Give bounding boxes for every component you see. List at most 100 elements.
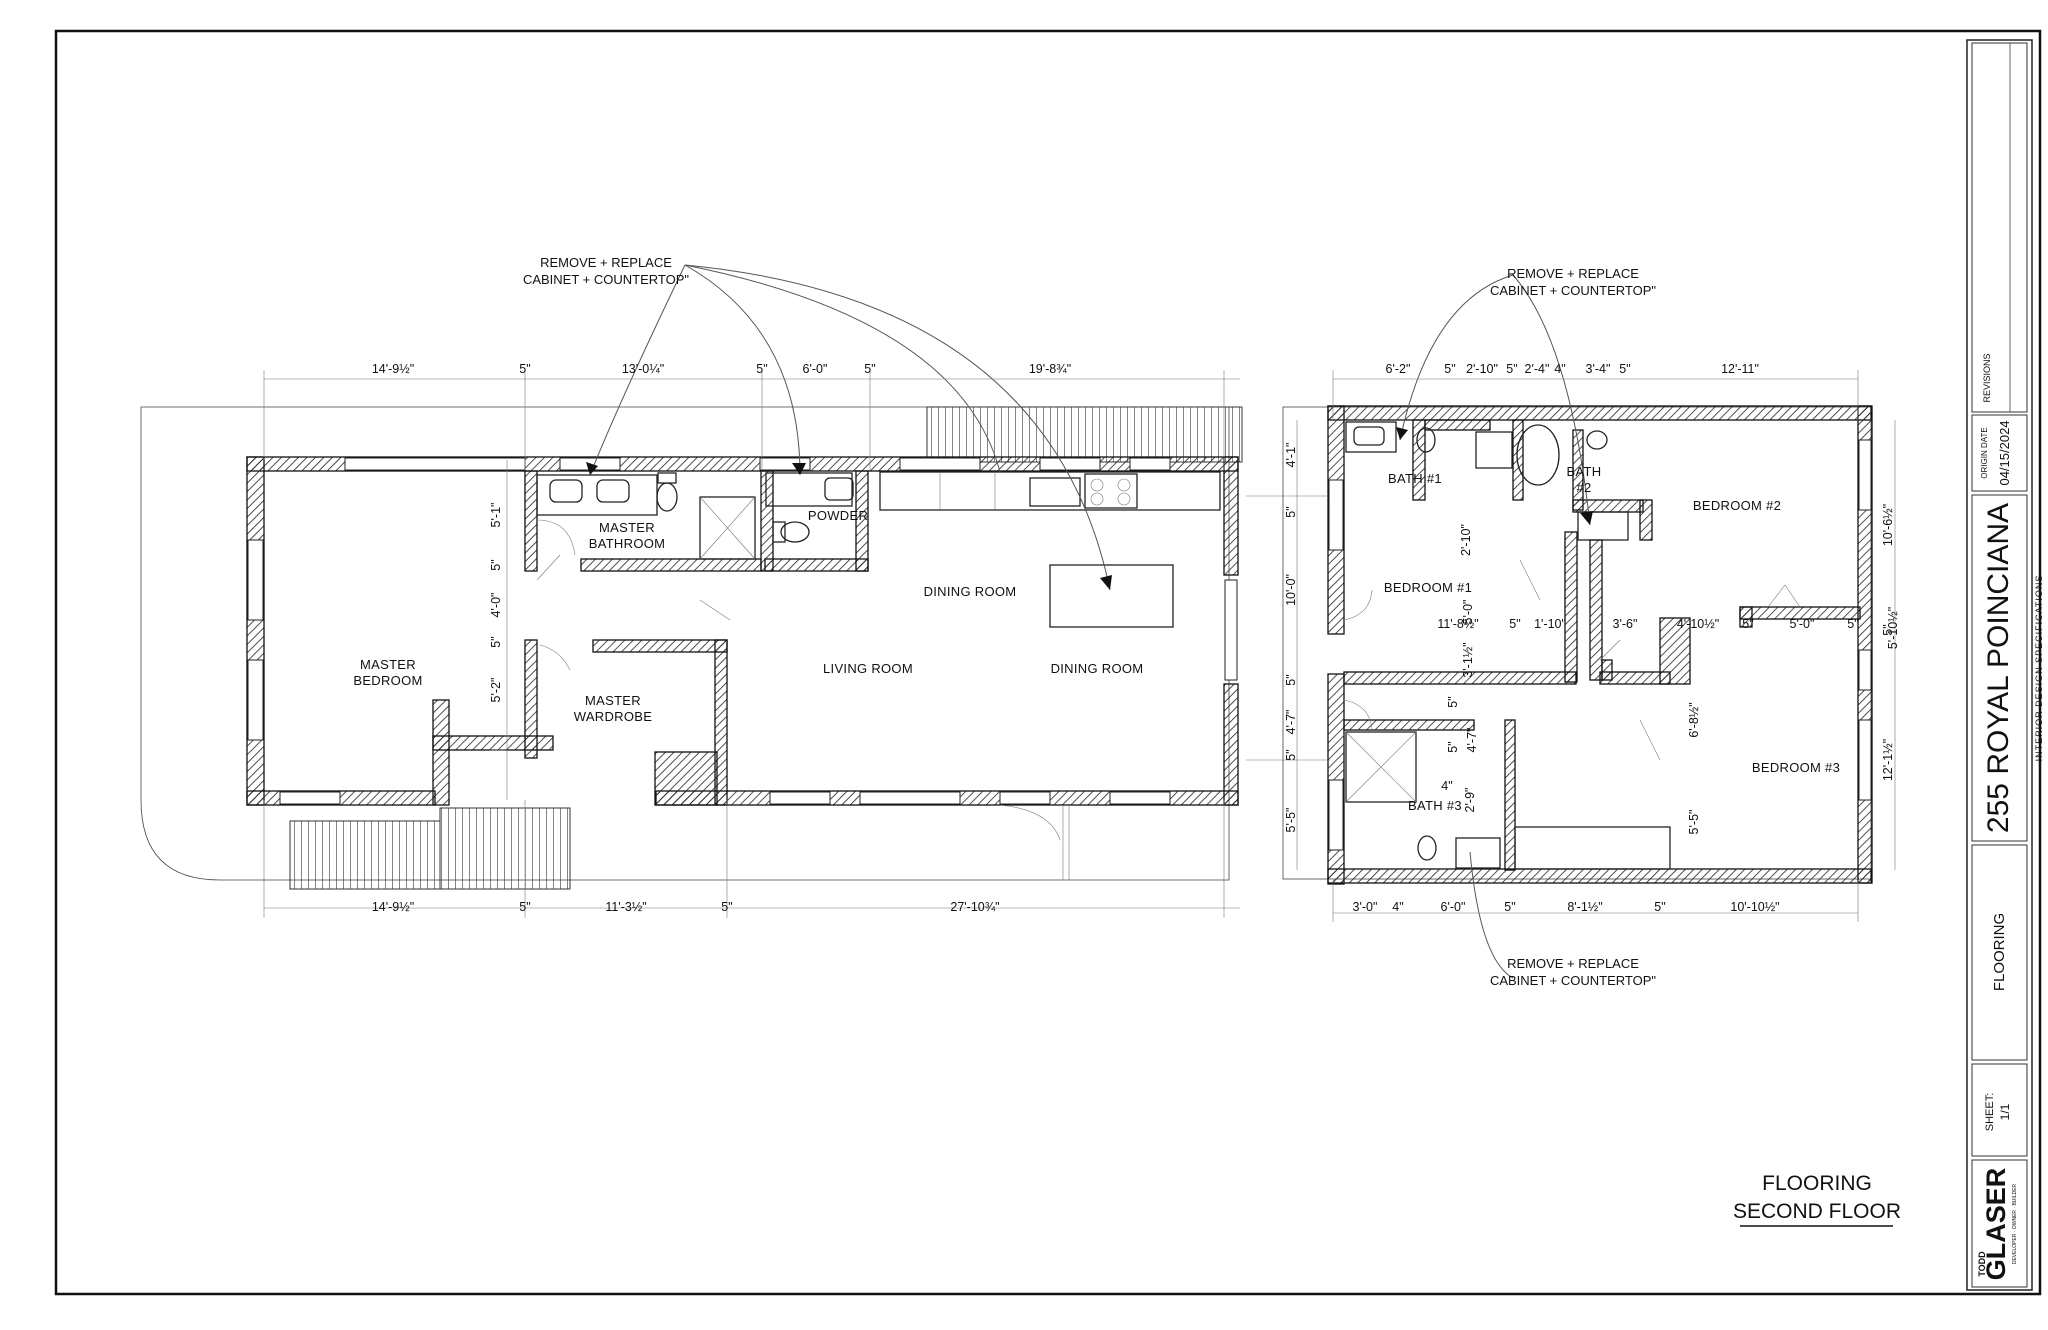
origin-date-label: ORIGIN DATE (1980, 427, 1989, 478)
svg-text:REMOVE + REPLACE: REMOVE + REPLACE (1507, 956, 1639, 971)
dims-bottom-right: 3'-0"4"6'-0"5"8'-1½"5"10'-10½" (1353, 900, 1780, 914)
note-right-bottom: REMOVE + REPLACE CABINET + COUNTERTOP" (1490, 956, 1656, 988)
svg-text:5": 5" (1742, 617, 1753, 631)
kitchen-island (1049, 564, 1174, 628)
svg-text:TODD: TODD (1977, 1251, 1987, 1277)
dims-bottom-right-0: 3'-0" (1353, 900, 1378, 914)
wall-right-bottom (1223, 683, 1239, 806)
dims-top-right-5: 4" (1554, 362, 1565, 376)
note-leaders (586, 264, 1593, 979)
dims-top-right-2: 2'-10" (1466, 362, 1498, 376)
title-block: REVISIONS ORIGIN DATE 04/15/2024 255 ROY… (1966, 39, 2044, 1291)
dims-bottom-right-6: 10'-10½" (1730, 900, 1779, 914)
interior-dims: 11'-8½" 5" 1'-10" 3'-6" 4'-10½" 5" 5'-0"… (1437, 524, 1900, 834)
dims-mid-vertical: 4'-1"5"10'-0"5"4'-7"5"5'-5" (1284, 443, 1298, 833)
dims-top-right-0: 6'-2" (1386, 362, 1411, 376)
dims-bottom-right-3: 5" (1504, 900, 1515, 914)
svg-text:5": 5" (1847, 617, 1858, 631)
company-logo: TODD GLASER DEVELOPER · OWNER · BUILDER (1977, 1168, 2018, 1281)
origin-date: 04/15/2024 (1997, 420, 2012, 485)
sheet-number: 1/1 (1998, 1103, 2012, 1120)
dims-top-left-1: 5" (519, 362, 530, 376)
room-bedroom2: BEDROOM #2 (1693, 498, 1781, 513)
svg-text:11'-8½": 11'-8½" (1437, 617, 1478, 631)
dims-top-left-3: 5" (756, 362, 767, 376)
dims-mid-vertical-4: 4'-7" (1284, 710, 1298, 735)
dims-right-vertical-1: 5" (1881, 624, 1895, 635)
kitchen-counter (879, 471, 1221, 628)
dims-left-vertical-3: 5" (489, 636, 503, 647)
svg-text:CABINET + COUNTERTOP": CABINET + COUNTERTOP" (1490, 283, 1656, 298)
dims-left-vertical-0: 5'-1" (489, 503, 503, 528)
dims-top-left-0: 14'-9½" (372, 362, 414, 376)
room-bath1: BATH #1 (1388, 471, 1442, 486)
svg-text:CABINET + COUNTERTOP": CABINET + COUNTERTOP" (1490, 973, 1656, 988)
svg-text:REMOVE + REPLACE: REMOVE + REPLACE (540, 255, 672, 270)
dims-top-left-4: 6'-0" (803, 362, 828, 376)
room-powder: POWDER (808, 508, 868, 523)
dims-bottom-left-3: 5" (721, 900, 732, 914)
left-unit (140, 406, 1243, 890)
svg-text:DEVELOPER · OWNER · BUILDER: DEVELOPER · OWNER · BUILDER (2012, 1183, 2018, 1264)
project-name: 255 ROYAL POINCIANA (1982, 503, 2015, 833)
dims-left-vertical-1: 5" (489, 559, 503, 570)
svg-text:4'-10½": 4'-10½" (1677, 617, 1719, 631)
dims-top-left-6: 19'-8¾" (1029, 362, 1071, 376)
svg-text:CABINET + COUNTERTOP": CABINET + COUNTERTOP" (523, 272, 689, 287)
dims-mid-vertical-6: 5'-5" (1284, 808, 1298, 833)
dims-mid-vertical-2: 10'-0" (1284, 574, 1298, 606)
svg-text:4'-7": 4'-7" (1465, 728, 1479, 753)
room-dining-2: DINING ROOM (1051, 661, 1144, 676)
dims-right-vertical: 10'-6½" 5" 12'-1½" (1881, 504, 1895, 781)
room-living: LIVING ROOM (823, 661, 913, 676)
dims-right-vertical-0: 10'-6½" (1881, 504, 1895, 546)
dims-mid-vertical-0: 4'-1" (1284, 443, 1298, 468)
svg-text:3'-1½": 3'-1½" (1461, 642, 1475, 677)
room-bath2: BATH (1567, 464, 1602, 479)
svg-text:2'-9": 2'-9" (1463, 788, 1477, 813)
dims-top-right: 6'-2"5"2'-10"5"2'-4"4"3'-4"5"12'-11" (1386, 362, 1759, 376)
right-unit (1246, 405, 1873, 885)
svg-text:GLASER: GLASER (1981, 1168, 2011, 1281)
dims-bottom-left-0: 14'-9½" (372, 900, 414, 914)
room-bedroom1: BEDROOM #1 (1384, 580, 1472, 595)
svg-text:SECOND FLOOR: SECOND FLOOR (1733, 1200, 1901, 1223)
svg-text:BATHROOM: BATHROOM (589, 536, 666, 551)
svg-text:REMOVE + REPLACE: REMOVE + REPLACE (1507, 266, 1639, 281)
dims-bottom-right-5: 5" (1654, 900, 1665, 914)
project-subtitle: INTERIOR DESIGN SPECIFICATIONS (2034, 575, 2044, 762)
dims-right-vertical-2: 12'-1½" (1881, 739, 1895, 781)
stair-top (926, 406, 1243, 463)
svg-text:5": 5" (1509, 617, 1520, 631)
dims-bottom-right-1: 4" (1392, 900, 1403, 914)
dims-left-vertical-4: 5'-2" (489, 678, 503, 703)
dims-top-right-8: 12'-11" (1721, 362, 1759, 376)
room-labels: MASTER BEDROOM MASTER BATHROOM MASTER WA… (353, 464, 1839, 813)
revisions-label: REVISIONS (1982, 353, 1992, 402)
room-master-bedroom: MASTER (360, 657, 416, 672)
dimension-lines (263, 370, 1896, 922)
room-dining: DINING ROOM (924, 584, 1017, 599)
wall-left (246, 456, 265, 806)
room-master-wardrobe: MASTER (585, 693, 641, 708)
dims-bottom-left: 14'-9½"5"11'-3½"5"27'-10¾" (372, 900, 1000, 914)
svg-text:2'-10": 2'-10" (1459, 524, 1473, 556)
note-left: REMOVE + REPLACE CABINET + COUNTERTOP" (523, 255, 689, 287)
wall-right-top (1223, 456, 1239, 576)
dims-top-left-5: 5" (864, 362, 875, 376)
svg-text:5'-5": 5'-5" (1687, 810, 1701, 835)
right-unit-fixtures (1345, 421, 1671, 870)
dims-top-right-3: 5" (1506, 362, 1517, 376)
drawing-title: FLOORING SECOND FLOOR (1733, 1172, 1901, 1227)
svg-text:5": 5" (1446, 741, 1460, 752)
svg-text:5": 5" (1446, 696, 1460, 707)
sheet-border (54, 29, 2042, 1296)
dims-mid-vertical-5: 5" (1284, 749, 1298, 760)
svg-text:5'-0": 5'-0" (1461, 600, 1475, 625)
svg-text:5'-0": 5'-0" (1790, 617, 1815, 631)
svg-text:BEDROOM: BEDROOM (353, 673, 422, 688)
sheet-title: FLOORING (1991, 913, 2008, 991)
dims-left-vertical-2: 4'-0" (489, 593, 503, 618)
dims-top-left-2: 13'-0¼" (622, 362, 664, 376)
